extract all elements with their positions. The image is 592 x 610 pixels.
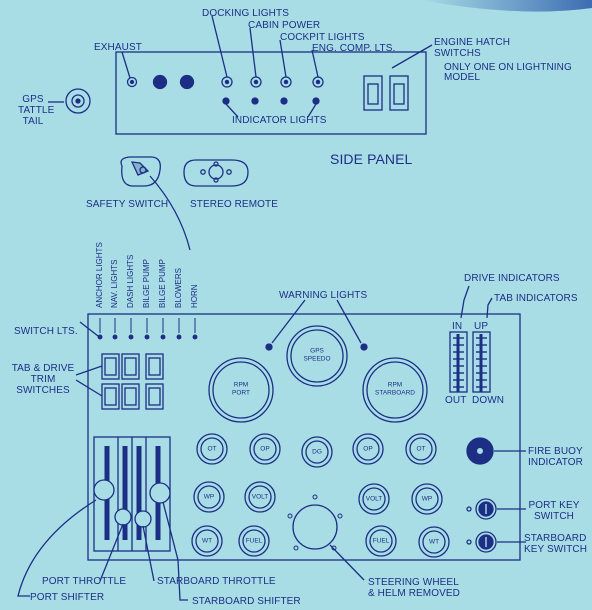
gauge-dg: DG [312, 448, 322, 456]
drive-tab-indicators [449, 331, 491, 393]
side-knob [179, 74, 195, 90]
gauge-ot-right: OT [416, 445, 426, 453]
label-side-panel-title: SIDE PANEL [330, 151, 413, 167]
label-in: IN [452, 321, 463, 332]
label-down: DOWN [472, 395, 505, 406]
gps-tattle-tail [65, 88, 91, 114]
text-starboard: STARBOARD [375, 389, 415, 397]
gauge-ot-left: OT [207, 445, 217, 453]
gauge-op-left: OP [260, 445, 270, 453]
gauge-wt-left: WT [201, 537, 213, 545]
vlabel-horn: HORN [190, 284, 199, 308]
label-port-shifter: PORT SHIFTER [30, 592, 105, 603]
side-knob [152, 74, 168, 90]
label-out: OUT [445, 395, 467, 406]
label-only-one-2: MODEL [444, 72, 481, 83]
trim-switches [101, 353, 164, 410]
main-panel-outline [87, 313, 521, 561]
text-rpm-starboard: RPM [387, 381, 403, 389]
label-docking-lights: DOCKING LIGHTS [202, 8, 289, 19]
gps-speedo-gauge [286, 325, 348, 387]
label-engine-hatch-2: SWITCHS [434, 48, 481, 59]
label-exhaust: EXHAUST [94, 42, 142, 53]
label-engine-hatch: ENGINE HATCH [434, 37, 511, 48]
label-switch-lts: SWITCH LTS. [14, 326, 78, 337]
vlabel-nav-lights: NAV. LIGHTS [110, 259, 119, 308]
side-panel-outline [115, 51, 427, 135]
gauge-wp-right: WP [421, 495, 433, 503]
label-cockpit-lights: COCKPIT LIGHTS [280, 32, 365, 43]
gauge-volt-right: VOLT [365, 495, 383, 503]
label-stereo-remote: STEREO REMOTE [190, 199, 278, 210]
gauge-fuel-left: FUEL [245, 537, 263, 545]
label-up: UP [474, 321, 489, 332]
safety-switch [120, 156, 161, 187]
label-steering-wheel: STEERING WHEEL& HELM REMOVED [368, 577, 460, 599]
label-eng-comp-lts: ENG. COMP. LTS. [312, 43, 396, 54]
label-warning-lights: WARNING LIGHTS [279, 290, 368, 301]
vlabel-bilge-pump-1: BILGE PUMP [142, 259, 151, 308]
gauge-fuel-right: FUEL [372, 537, 390, 545]
starboard-key-switch [475, 531, 497, 553]
vlabel-anchor-lights: ANCHOR LIGHTS [95, 242, 104, 308]
label-starboard-throttle: STARBOARD THROTTLE [157, 576, 276, 587]
stereo-remote [183, 159, 249, 187]
vlabel-dash-lights: DASH LIGHTS [126, 254, 135, 308]
text-rpm-port: RPM [233, 381, 249, 389]
gauge-wp-left: WP [203, 493, 215, 501]
gauge-wt-right: WT [428, 538, 440, 546]
text-port: PORT [232, 389, 250, 397]
label-starboard-shifter: STARBOARD SHIFTER [192, 596, 301, 607]
gauge-volt-left: VOLT [251, 493, 269, 501]
label-indicator-lights: INDICATOR LIGHTS [232, 115, 327, 126]
vlabel-blowers: BLOWERS [174, 267, 183, 308]
gauge-op-right: OP [363, 445, 373, 453]
label-tab-indicators: TAB INDICATORS [494, 293, 578, 304]
text-speedo: SPEEDO [303, 355, 331, 363]
label-safety-switch: SAFETY SWITCH [86, 199, 169, 210]
label-cabin-power: CABIN POWER [248, 20, 321, 31]
rpm-port-gauge [208, 357, 274, 423]
throttle-assembly [93, 436, 171, 552]
label-port-throttle: PORT THROTTLE [42, 576, 127, 587]
vlabel-bilge-pump-2: BILGE PUMP [158, 259, 167, 308]
gauges-row-1 [196, 433, 437, 468]
corner-wave [420, 0, 592, 12]
label-drive-indicators: DRIVE INDICATORS [464, 273, 560, 284]
text-gps: GPS [310, 347, 324, 355]
label-only-one: ONLY ONE ON LIGHTNING [444, 62, 572, 73]
rpm-starboard-gauge [362, 357, 428, 423]
port-key-switch [475, 498, 497, 520]
steering-hub [292, 504, 338, 550]
